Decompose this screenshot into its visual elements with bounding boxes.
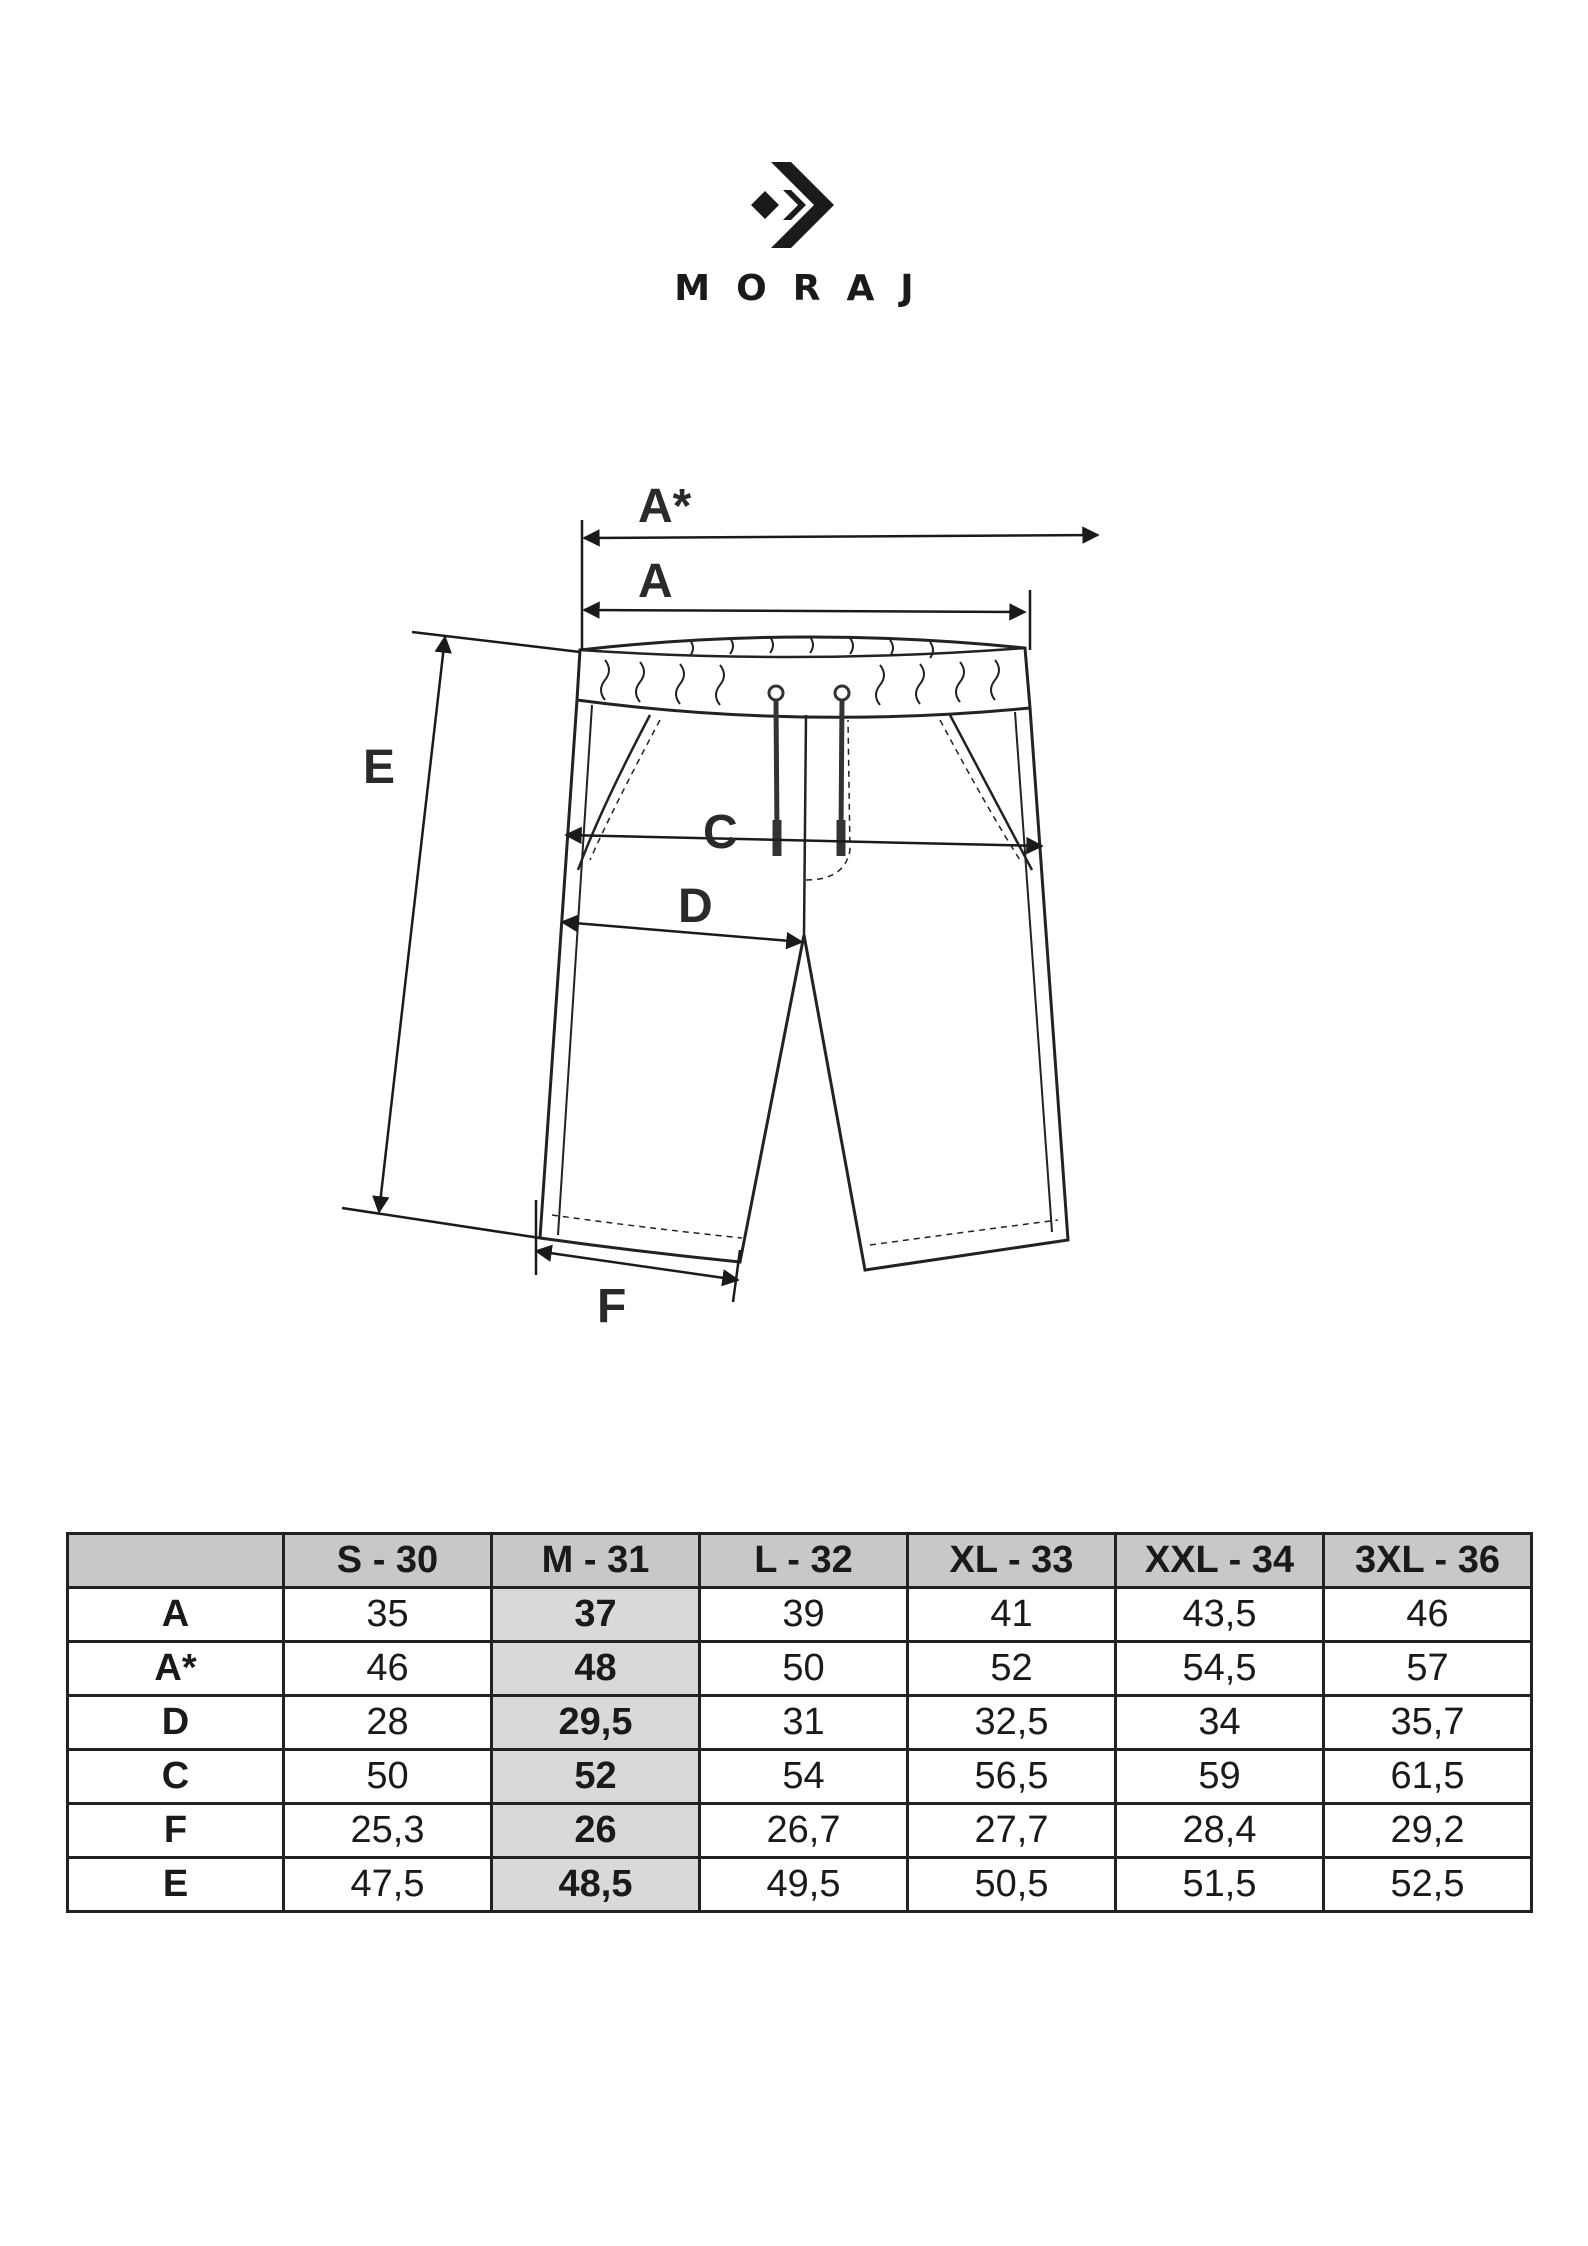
row-label: A — [66, 1586, 285, 1643]
table-cell: 28,4 — [1114, 1802, 1325, 1859]
table-row: E 47,5 48,5 49,5 50,5 51,5 52,5 — [66, 1856, 1533, 1913]
header-size: S - 30 — [282, 1532, 493, 1589]
size-chart-header: S - 30 M - 31 L - 32 XL - 33 XXL - 34 3X… — [66, 1532, 1533, 1589]
shorts-measurement-diagram: A* A E C D F — [341, 480, 1100, 1333]
table-cell-highlighted: 48 — [490, 1640, 701, 1697]
table-cell-highlighted: 48,5 — [490, 1856, 701, 1913]
table-cell: 50 — [282, 1748, 493, 1805]
table-cell: 54,5 — [1114, 1640, 1325, 1697]
row-label: F — [66, 1802, 285, 1859]
table-cell: 41 — [906, 1586, 1117, 1643]
header-size: L - 32 — [698, 1532, 909, 1589]
table-cell: 43,5 — [1114, 1586, 1325, 1643]
table-cell: 54 — [698, 1748, 909, 1805]
table-cell-highlighted: 37 — [490, 1586, 701, 1643]
row-label: C — [66, 1748, 285, 1805]
table-cell: 61,5 — [1322, 1748, 1533, 1805]
table-cell: 46 — [282, 1640, 493, 1697]
label-a: A — [638, 555, 673, 608]
label-f: F — [597, 1280, 626, 1333]
header-size: M - 31 — [490, 1532, 701, 1589]
table-cell: 52 — [906, 1640, 1117, 1697]
row-label: A* — [66, 1640, 285, 1697]
table-cell: 57 — [1322, 1640, 1533, 1697]
table-cell-highlighted: 29,5 — [490, 1694, 701, 1751]
table-cell: 35 — [282, 1586, 493, 1643]
table-cell-highlighted: 26 — [490, 1802, 701, 1859]
table-cell: 47,5 — [282, 1856, 493, 1913]
table-cell: 28 — [282, 1694, 493, 1751]
table-cell: 51,5 — [1114, 1856, 1325, 1913]
size-chart-table: S - 30 M - 31 L - 32 XL - 33 XXL - 34 3X… — [66, 1532, 1533, 1913]
header-size: XL - 33 — [906, 1532, 1117, 1589]
table-cell: 49,5 — [698, 1856, 909, 1913]
table-cell-highlighted: 52 — [490, 1748, 701, 1805]
table-cell: 50 — [698, 1640, 909, 1697]
table-cell: 26,7 — [698, 1802, 909, 1859]
table-row: A 35 37 39 41 43,5 46 — [66, 1586, 1533, 1643]
table-row: A* 46 48 50 52 54,5 57 — [66, 1640, 1533, 1697]
table-cell: 56,5 — [906, 1748, 1117, 1805]
header-size: XXL - 34 — [1114, 1532, 1325, 1589]
table-row: F 25,3 26 26,7 27,7 28,4 29,2 — [66, 1802, 1533, 1859]
label-d: D — [678, 880, 713, 933]
table-cell: 35,7 — [1322, 1694, 1533, 1751]
label-a-star: A* — [638, 480, 692, 533]
table-cell: 34 — [1114, 1694, 1325, 1751]
table-cell: 59 — [1114, 1748, 1325, 1805]
label-c: C — [703, 806, 738, 859]
header-corner — [66, 1532, 285, 1589]
table-row: C 50 52 54 56,5 59 61,5 — [66, 1748, 1533, 1805]
table-cell: 29,2 — [1322, 1802, 1533, 1859]
arrow-chevron-logo-icon — [751, 162, 834, 248]
table-cell: 27,7 — [906, 1802, 1117, 1859]
table-cell: 32,5 — [906, 1694, 1117, 1751]
label-e: E — [363, 741, 395, 794]
table-cell: 31 — [698, 1694, 909, 1751]
measurement-lines — [341, 520, 1100, 1303]
table-cell: 25,3 — [282, 1802, 493, 1859]
table-cell: 46 — [1322, 1586, 1533, 1643]
brand-logo: MORAJ — [0, 160, 1588, 309]
table-cell: 39 — [698, 1586, 909, 1643]
table-cell: 52,5 — [1322, 1856, 1533, 1913]
table-row: D 28 29,5 31 32,5 34 35,7 — [66, 1694, 1533, 1751]
shorts-outline — [538, 635, 1070, 1272]
table-cell: 50,5 — [906, 1856, 1117, 1913]
brand-name: MORAJ — [674, 268, 940, 309]
row-label: D — [66, 1694, 285, 1751]
row-label: E — [66, 1856, 285, 1913]
header-size: 3XL - 36 — [1322, 1532, 1533, 1589]
